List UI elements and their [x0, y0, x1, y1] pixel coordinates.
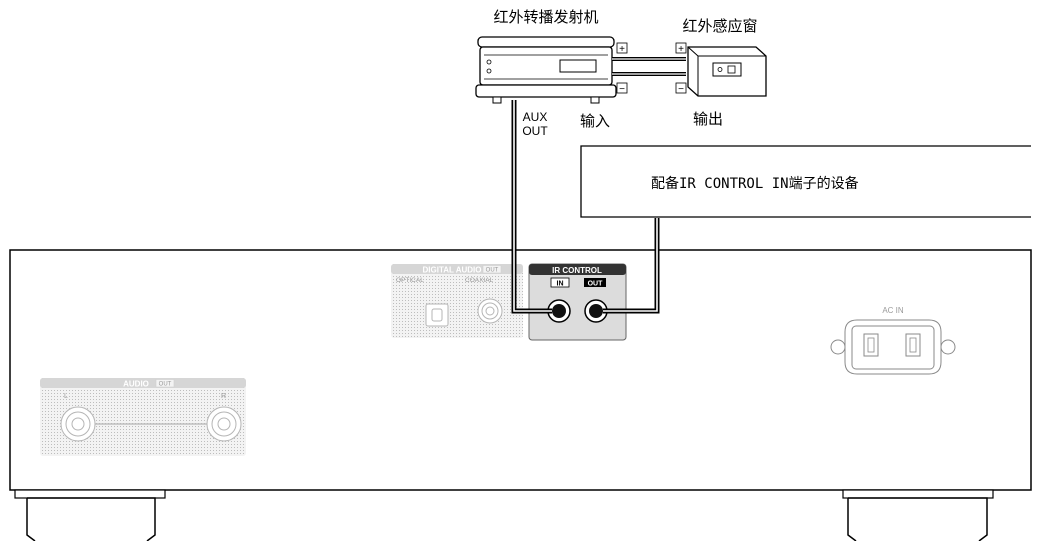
coaxial-port	[477, 298, 503, 324]
svg-text:−: −	[619, 84, 625, 95]
ac-in-section: AC IN	[830, 306, 956, 375]
input-label: 输入	[580, 112, 610, 130]
audio-right-jack	[206, 406, 242, 442]
audio-out-section: AUDIO OUT L R	[40, 378, 246, 456]
audio-badge: OUT	[159, 382, 172, 388]
aux-out-cable	[511, 100, 552, 314]
digital-audio-badge: OUT	[486, 268, 499, 274]
audio-left-jack	[60, 406, 96, 442]
output-label: 输出	[693, 110, 723, 128]
audio-right-label: R	[221, 393, 226, 400]
transmitter-plus-terminal: +	[616, 42, 628, 55]
sensor-wires	[612, 57, 686, 76]
ir-out-jack[interactable]	[584, 299, 608, 323]
sensor-minus-terminal: −	[675, 82, 687, 95]
ac-in-label: AC IN	[882, 306, 904, 315]
ir-out-label: OUT	[588, 281, 604, 288]
ir-control-section: IR CONTROL IN OUT	[528, 263, 627, 341]
out-label: OUT	[522, 124, 548, 138]
svg-text:+: +	[619, 44, 625, 55]
ir-control-title: IR CONTROL	[552, 266, 602, 275]
digital-audio-out-section: DIGITAL AUDIO OUT OPTICAL COAXIAL	[391, 264, 523, 338]
ir-device-label: 配备IR CONTROL IN端子的设备	[651, 175, 859, 192]
svg-text:+: +	[678, 44, 684, 55]
transmitter-minus-terminal: −	[616, 82, 628, 95]
left-foot	[14, 489, 166, 541]
ir-in-label: IN	[557, 281, 564, 288]
digital-audio-title: DIGITAL AUDIO	[423, 266, 482, 275]
ir-sensor-window	[687, 46, 767, 97]
right-foot	[842, 489, 994, 541]
ir-repeater-transmitter	[475, 36, 617, 104]
audio-title: AUDIO	[123, 380, 149, 389]
coaxial-label: COAXIAL	[465, 277, 494, 284]
sensor-plus-terminal: +	[675, 42, 687, 55]
svg-text:−: −	[678, 84, 684, 95]
transmitter-label: 红外转播发射机	[493, 8, 598, 26]
ir-control-in-device: 配备IR CONTROL IN端子的设备	[580, 145, 1031, 218]
optical-label: OPTICAL	[396, 277, 424, 284]
sensor-label: 红外感应窗	[682, 17, 757, 35]
audio-left-label: L	[64, 393, 68, 400]
ir-out-cable	[603, 218, 660, 314]
aux-label: AUX	[523, 110, 548, 124]
optical-port	[425, 303, 449, 327]
